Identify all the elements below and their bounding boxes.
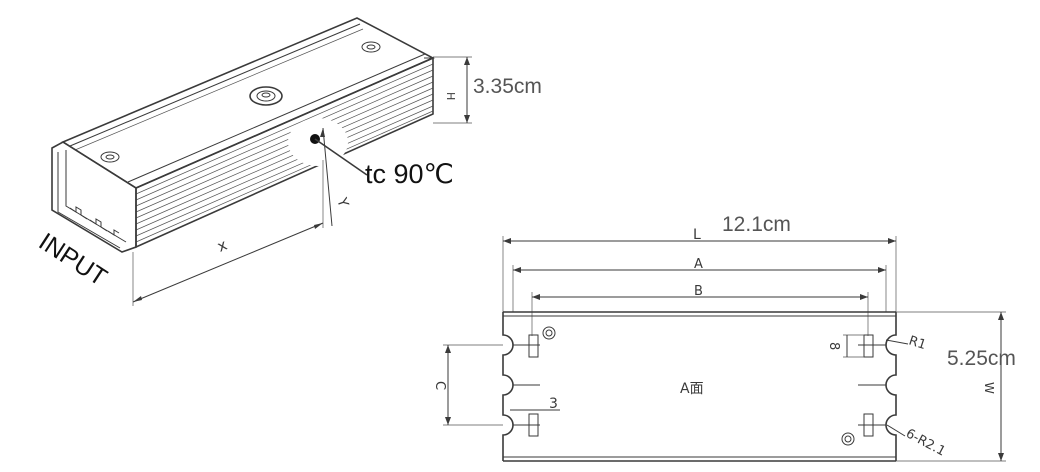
c-dimension: [443, 344, 503, 426]
dim-8-label: 8: [826, 342, 841, 350]
tc-leader: [314, 138, 368, 176]
r2-leader: [886, 424, 906, 437]
x-dimension: [132, 160, 324, 306]
dim-3-label: 3: [549, 396, 558, 412]
input-label: INPUT: [34, 228, 112, 292]
a-dimension: [512, 265, 887, 312]
r1-leader: [885, 339, 909, 345]
w-dimension: [896, 311, 1006, 462]
h-dimension: [433, 56, 472, 124]
y-label: Y: [333, 195, 351, 210]
h-label: H: [444, 92, 457, 100]
b-label: B: [694, 284, 703, 299]
width-value: 5.25cm: [947, 347, 1016, 370]
a-label: A: [694, 257, 703, 272]
b-dimension: [531, 292, 869, 336]
r2-label: 6-R2.1: [903, 426, 948, 459]
l-label: L: [693, 227, 701, 243]
r1-label: R1: [907, 334, 928, 354]
x-label: x: [215, 236, 230, 256]
w-label: W: [982, 382, 996, 394]
y-dimension: [320, 127, 333, 227]
mounting-plate: [502, 311, 897, 462]
length-value: 12.1cm: [722, 213, 791, 236]
face-label: A面: [680, 381, 704, 397]
tc-label: tc 90℃: [365, 159, 454, 189]
dim-8: [843, 334, 864, 358]
isometric-housing: [51, 17, 435, 253]
l-dimension: [502, 236, 897, 312]
c-label: C: [432, 381, 447, 390]
height-value: 3.35cm: [473, 75, 542, 98]
